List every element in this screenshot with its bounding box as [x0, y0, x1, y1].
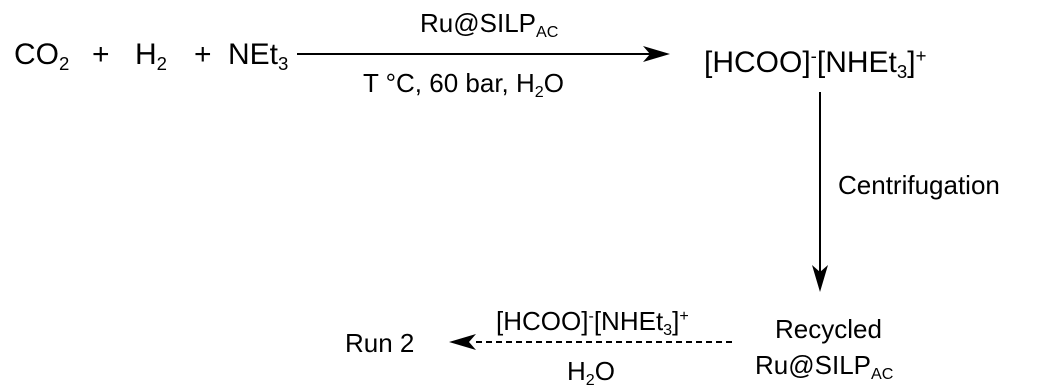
reactant-net3: NEt3	[228, 38, 289, 74]
reaction-arrow-head	[643, 46, 670, 62]
reactant-h2: H2	[135, 38, 168, 74]
recycled-label: Recycled	[775, 314, 882, 344]
centrifugation-label: Centrifugation	[838, 170, 1000, 200]
reactant-co2: CO2	[14, 38, 70, 74]
run-2-label: Run 2	[345, 328, 415, 358]
conditions-label: T °C, 60 bar, H2O	[363, 68, 564, 101]
plus-sign-1: +	[92, 38, 110, 71]
recycled-catalyst-label: Ru@SILPAC	[755, 350, 894, 383]
recycle-arrow-head	[449, 334, 476, 350]
centrifugation-arrow-head	[812, 265, 828, 292]
product-salt: [HCOO]-[NHEt3]+	[704, 44, 927, 82]
catalyst-label: Ru@SILPAC	[420, 8, 559, 41]
recycle-above-label: [HCOO]-[NHEt3]+	[496, 306, 689, 339]
recycle-below-label: H2O	[567, 356, 615, 387]
plus-sign-2: +	[194, 38, 212, 71]
